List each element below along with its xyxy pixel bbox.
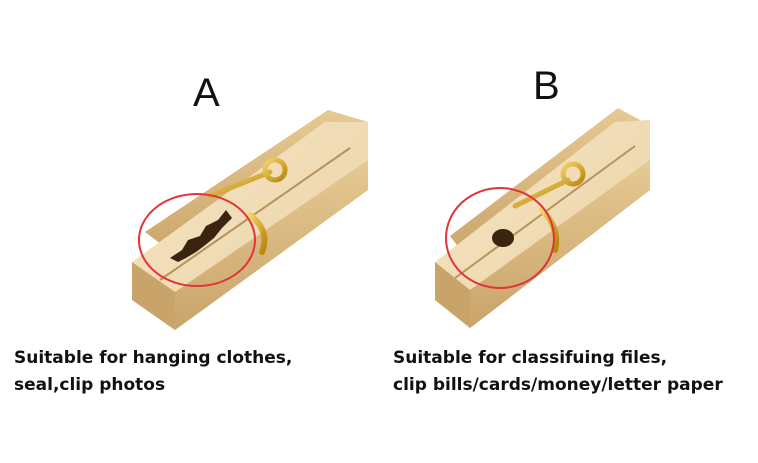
clothespin-a-side-face [175,160,368,330]
panel-a-letter: A [193,71,220,115]
panel-a-caption: Suitable for hanging clothes, seal,clip … [14,345,292,399]
clothespin-a-end-face [132,262,175,330]
clothespin-a [132,110,368,330]
clothespin-b-body [435,120,650,328]
panel-b-letter: B [533,64,560,108]
clothespin-a-notched-hole [170,210,232,262]
clothespin-b-end-face [435,262,470,328]
clothespin-b [435,108,650,328]
clothespin-a-highlight-circle [138,193,256,287]
panel-b-caption-line-2: clip bills/cards/money/letter paper [393,375,723,395]
panel-b-caption: Suitable for classifuing files, clip bil… [393,345,723,399]
panel-b-caption-line-1: Suitable for classifuing files, [393,348,668,368]
clothespin-b-highlight-circle [445,187,555,289]
panel-a-caption-line-2: seal,clip photos [14,375,166,395]
clothespin-b-round-hole [492,229,514,247]
clothespin-a-seam [159,147,351,281]
panel-a-caption-line-1: Suitable for hanging clothes, [14,348,293,368]
clothespin-b-spring [512,161,586,253]
clothespin-a-body [132,122,368,330]
clothespin-a-spring [207,157,288,255]
